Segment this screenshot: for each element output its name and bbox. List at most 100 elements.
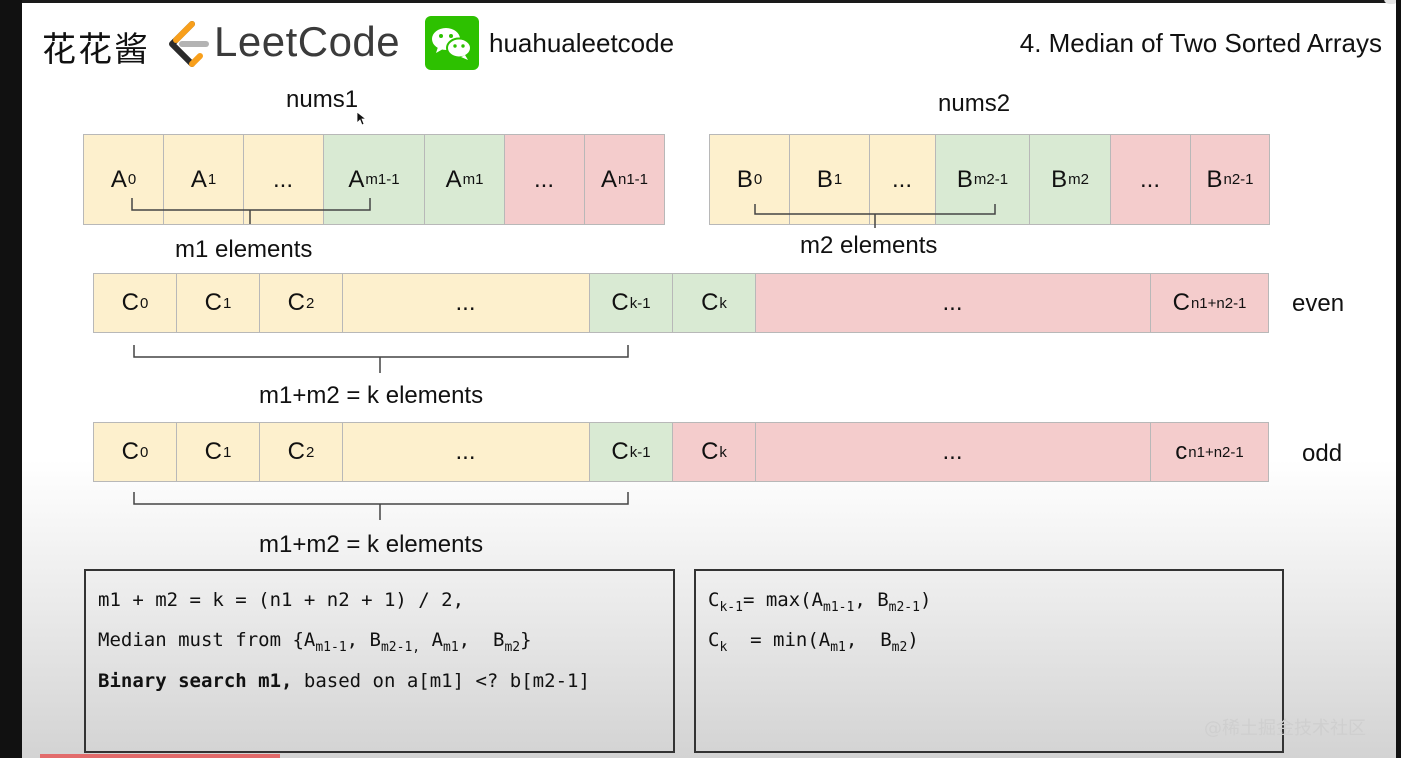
formula-text: , B xyxy=(854,589,889,611)
formula-sub: m1-1 xyxy=(823,600,855,615)
nums1-label: nums1 xyxy=(286,86,359,113)
k-brace-even xyxy=(133,345,629,373)
leetcode-wordmark: LeetCode xyxy=(214,18,401,65)
nums2-cell: ... xyxy=(1110,134,1191,225)
formula-text: Median must from {A xyxy=(98,629,316,651)
formula-sub: m1-1 xyxy=(315,640,347,655)
formula-text: A xyxy=(420,629,444,651)
cell-base: B xyxy=(816,165,833,193)
cell-base: ... xyxy=(942,438,963,465)
cell-base: ... xyxy=(455,438,476,465)
cell-sub: n2-1 xyxy=(1223,171,1254,188)
formula-sub: m1 xyxy=(830,640,846,655)
even-label: even xyxy=(1292,290,1345,317)
nums2-cell: ... xyxy=(869,134,936,225)
k-brace-odd xyxy=(133,492,629,520)
formula-text: C xyxy=(708,629,720,651)
cell-base: C xyxy=(204,289,222,316)
formula-text: C xyxy=(708,589,720,611)
odd-cell: ... xyxy=(342,422,590,482)
nums1-cell: ... xyxy=(504,134,585,225)
even-cell: ... xyxy=(342,273,590,333)
odd-cell: ... xyxy=(755,422,1151,482)
slide: 花花酱 LeetCode huahualeetcode 4. Median of… xyxy=(22,0,1396,758)
cell-sub: k xyxy=(719,294,727,312)
formula-line-ck-1: Ck-1= max(Am1-1, Bm2-1) xyxy=(708,589,931,615)
formula-sub: m2-1 xyxy=(888,600,920,615)
formula-sub: m2 xyxy=(891,640,908,655)
wechat-id: huahualeetcode xyxy=(489,28,675,58)
cell-base: C xyxy=(701,289,719,316)
cell-sub: 1 xyxy=(207,171,217,188)
cell-base: A xyxy=(110,165,127,193)
formula-text: = max(A xyxy=(742,589,824,611)
formula-text: = min(A xyxy=(727,629,831,651)
formula-sub: m1 xyxy=(443,640,459,655)
cell-sub: 1 xyxy=(223,294,232,312)
cell-base: ... xyxy=(942,289,963,316)
video-progress-bar[interactable] xyxy=(40,754,280,758)
leetcode-logo-icon xyxy=(169,21,209,67)
cell-base: ... xyxy=(272,165,293,193)
formula-box-right: Ck-1= max(Am1-1, Bm2-1) Ck = min(Am1, Bm… xyxy=(694,569,1284,753)
cell-base: A xyxy=(348,165,365,193)
brand-name: 花花酱 xyxy=(42,30,150,70)
m2-brace xyxy=(754,204,996,228)
formula-line-3: Binary search m1, based on a[m1] <? b[m2… xyxy=(98,670,590,692)
cell-base: C xyxy=(204,438,222,465)
formula-line-1: m1 + m2 = k = (n1 + n2 + 1) / 2, xyxy=(98,589,465,611)
odd-label: odd xyxy=(1302,440,1343,467)
cell-sub: 2 xyxy=(306,294,315,312)
cell-sub: 0 xyxy=(140,294,149,312)
cell-base: C xyxy=(121,289,139,316)
cell-sub: 1 xyxy=(833,171,843,188)
cell-base: A xyxy=(445,165,462,193)
formula-sub: k-1 xyxy=(719,600,743,615)
cell-base: B xyxy=(956,165,973,193)
cell-base: ... xyxy=(1139,165,1160,193)
cell-base: B xyxy=(1206,165,1223,193)
formula-text: ) xyxy=(907,629,919,651)
cell-base: C xyxy=(287,438,305,465)
formula-sub: k xyxy=(719,640,728,655)
cell-base: ... xyxy=(533,165,554,193)
cell-sub: 0 xyxy=(140,443,149,461)
watermark: @稀土掘金技术社区 xyxy=(1204,718,1366,739)
formula-text: , B xyxy=(346,629,381,651)
cell-sub: 0 xyxy=(753,171,763,188)
cell-base: c xyxy=(1175,438,1188,465)
cell-base: A xyxy=(190,165,207,193)
cell-sub: m2-1 xyxy=(973,171,1009,188)
cell-sub: m1 xyxy=(462,171,484,188)
cell-base: C xyxy=(611,438,629,465)
formula-line-ck: Ck = min(Am1, Bm2) xyxy=(708,629,919,655)
m1-brace xyxy=(131,198,371,224)
even-cell: ... xyxy=(755,273,1151,333)
top-border xyxy=(22,0,1396,3)
formula-bold-text: Binary search m1, xyxy=(98,670,293,692)
cell-base: B xyxy=(1051,165,1068,193)
cell-base: C xyxy=(121,438,139,465)
k-elements-odd-label: m1+m2 = k elements xyxy=(259,531,484,558)
mouse-cursor-icon xyxy=(357,112,367,126)
cell-sub: n1+n2-1 xyxy=(1190,294,1247,312)
cell-base: C xyxy=(611,289,629,316)
cell-sub: m1-1 xyxy=(365,171,400,188)
